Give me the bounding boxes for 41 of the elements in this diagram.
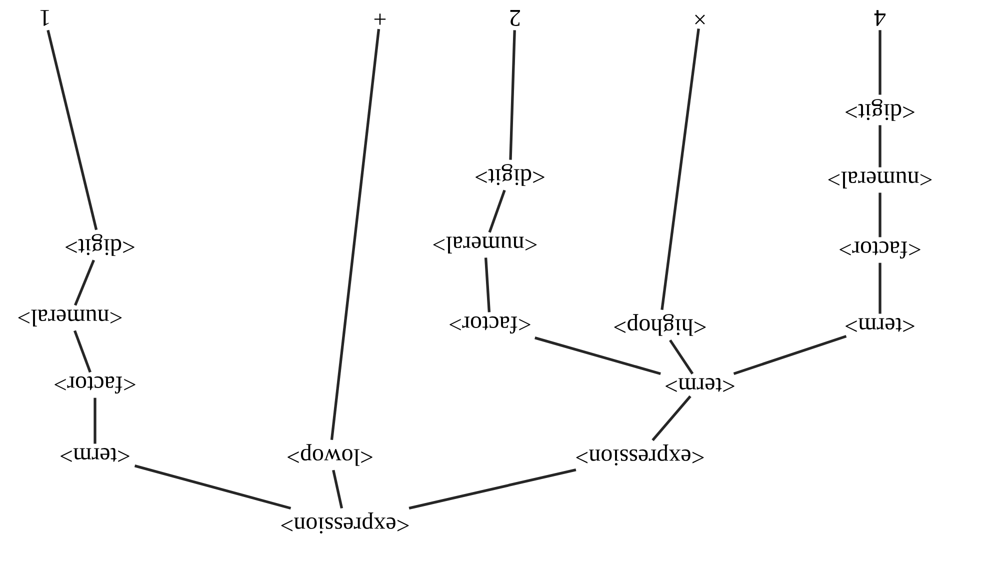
symbol-label: × xyxy=(695,14,705,24)
tree-line xyxy=(332,470,344,509)
tree-line xyxy=(878,192,882,238)
nonterminal-label: <term> xyxy=(60,448,130,462)
symbol-label: 2 xyxy=(510,10,520,26)
tree-line xyxy=(74,330,92,373)
nonterminal-label: <expression> xyxy=(576,444,704,466)
tree-line xyxy=(534,336,661,376)
symbol-label: 4 xyxy=(874,10,886,26)
tree-line xyxy=(484,258,491,312)
tree-line xyxy=(652,395,692,442)
nonterminal-label: <numeral> xyxy=(433,236,537,254)
tree-line xyxy=(46,30,98,230)
tree-line xyxy=(330,28,380,440)
nonterminal-label: <factor> xyxy=(840,241,920,259)
nonterminal-label: <factor> xyxy=(54,376,136,394)
tree-line xyxy=(408,468,576,510)
tree-line xyxy=(669,339,694,374)
tree-line xyxy=(660,28,700,310)
nonterminal-label: <term> xyxy=(846,318,914,332)
nonterminal-label: <numeral> xyxy=(18,310,122,326)
symbol-label: 1 xyxy=(40,10,49,26)
nonterminal-label: <numeral> xyxy=(828,172,932,188)
tree-line xyxy=(134,464,292,510)
tree-line xyxy=(878,30,882,95)
symbol-label: + xyxy=(374,14,386,25)
tree-line xyxy=(488,190,506,233)
tree-line xyxy=(74,260,95,306)
tree-line xyxy=(733,335,847,375)
tree-line xyxy=(94,398,96,444)
nonterminal-label: <expression> xyxy=(281,512,409,534)
nonterminal-label: <highop> xyxy=(614,314,706,336)
nonterminal-label: <term> xyxy=(666,378,734,392)
tree-line xyxy=(509,30,516,160)
nonterminal-label: <digit> xyxy=(476,164,544,186)
nonterminal-label: <factor> xyxy=(450,316,530,334)
tree-line xyxy=(878,262,882,314)
nonterminal-label: <digit> xyxy=(846,99,914,121)
nonterminal-label: <lowop> xyxy=(288,444,372,466)
tree-line xyxy=(878,125,882,168)
nonterminal-label: <digit> xyxy=(66,234,134,256)
